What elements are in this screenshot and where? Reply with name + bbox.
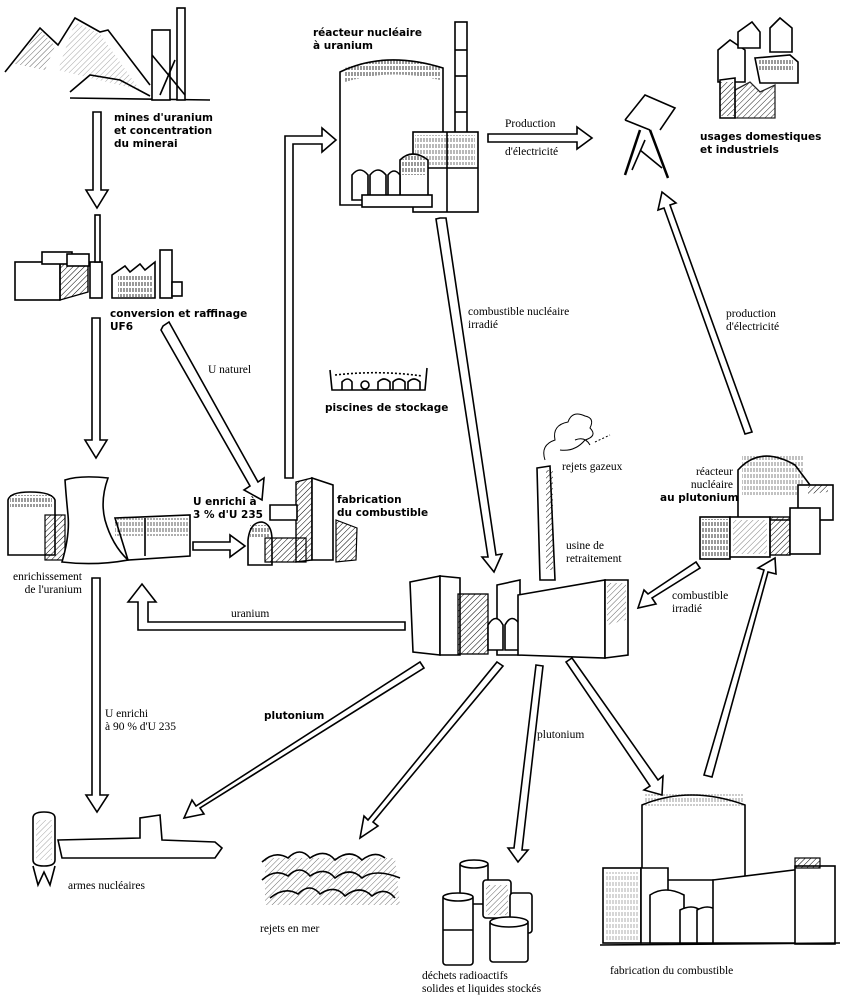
mine-icon: [4, 7, 211, 101]
label-enrichi-3: U enrichi à 3 % d'U 235: [193, 496, 263, 521]
barrels-icon: [442, 859, 533, 966]
reactor-icon: [339, 21, 479, 213]
label-conversion: conversion et raffinage UF6: [110, 308, 248, 333]
label-u-naturel: U naturel: [208, 364, 252, 376]
label-rejets-mer: rejets en mer: [260, 923, 320, 935]
arrow-production-electricite: [487, 125, 594, 151]
label-rejets-gazeux: rejets gazeux: [562, 461, 623, 473]
factory-icon: [14, 214, 183, 301]
label-reacteur-uranium: réacteur nucléaire à uranium: [313, 27, 422, 52]
label-usine-retraitement: usine de retraitement: [566, 540, 622, 565]
label-reacteur-plutonium: réacteur nucléaire au plutonium: [660, 466, 739, 504]
label-piscines: piscines de stockage: [325, 402, 449, 414]
label-mines: mines d'uranium et concentration du mine…: [114, 112, 214, 150]
reprocessing-plant-icon: [409, 465, 629, 659]
houses-icon: [717, 16, 799, 119]
arrow-to-dechets: [506, 664, 544, 864]
label-fabrication1: fabrication du combustible: [337, 494, 429, 519]
storage-pool-icon: [329, 367, 428, 391]
waves-icon: [261, 851, 401, 905]
cooling-tower-icon: [7, 476, 191, 565]
arrow-pu-combustible-irradie: [636, 560, 702, 610]
reactor-icon: [699, 455, 834, 560]
label-enrichi-90: U enrichi à 90 % d'U 235: [105, 708, 177, 733]
label-production-top-2: d'électricité: [505, 146, 559, 158]
pylon-icon: [623, 94, 677, 179]
label-uranium: uranium: [231, 608, 270, 620]
arrow-u-naturel: [160, 320, 265, 502]
label-armes: armes nucléaires: [68, 880, 145, 892]
arrow-mines-to-conversion: [84, 111, 110, 210]
arrow-to-rejets-mer: [358, 660, 505, 840]
label-combustible-irradie-top: combustible nucléaire irradié: [468, 306, 570, 331]
label-usages: usages domestiques et industriels: [700, 131, 822, 156]
arrow-fabrication-to-reactor: [284, 126, 338, 479]
arrow-uranium-return: [126, 582, 406, 631]
arrow-fabrication2-to-pu-reactor: [702, 556, 777, 778]
fuel-plant-icon: [247, 476, 358, 566]
bomb-submarine-icon: [32, 811, 224, 888]
label-plutonium-left: plutonium: [264, 710, 325, 722]
arrow-enrichi-90: [84, 577, 110, 814]
label-enrichissement: enrichissement de l'uranium: [13, 571, 82, 596]
arrow-to-fabrication2: [564, 656, 664, 797]
arrow-conversion-to-enrichissement: [83, 317, 109, 460]
arrow-combustible-irradie: [435, 217, 504, 574]
reactor-plant-icon: [599, 794, 841, 946]
label-production-top-1: Production: [505, 118, 556, 130]
arrow-enrichi-3: [192, 533, 247, 559]
label-combustible-irradie-right: combustible irradié: [672, 590, 729, 615]
label-production-right: production d'électricité: [726, 308, 780, 333]
smoke-icon: [543, 413, 611, 461]
label-fabrication2: fabrication du combustible: [610, 965, 734, 977]
label-plutonium-mid: plutonium: [537, 729, 585, 741]
arrow-plutonium-to-armes: [182, 660, 426, 820]
arrow-production-pu: [656, 190, 754, 435]
label-dechets: déchets radioactifs solides et liquides …: [422, 970, 542, 995]
